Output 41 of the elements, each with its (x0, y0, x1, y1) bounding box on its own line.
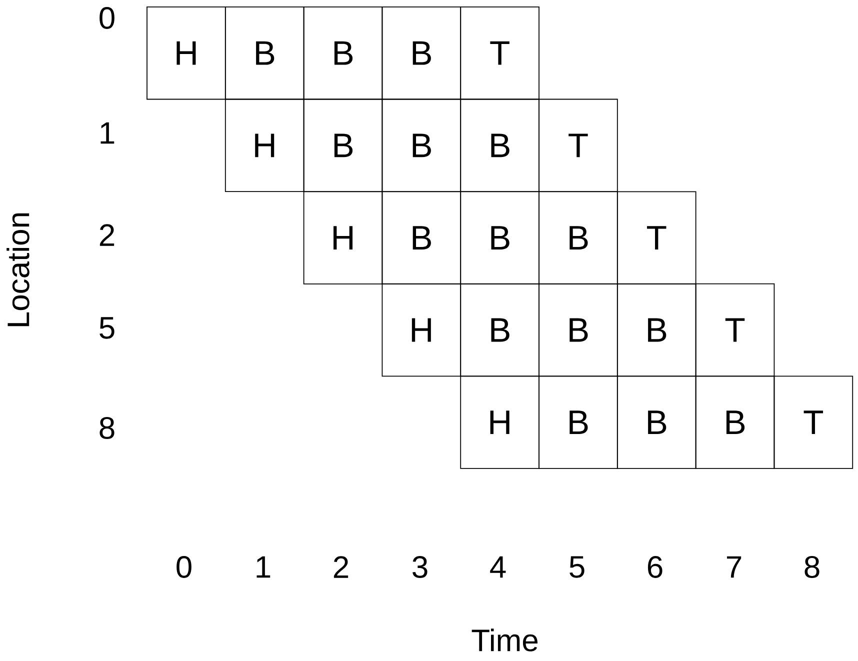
axis-tick-label: 4 (490, 556, 506, 578)
axis-tick-label: 1 (256, 556, 270, 578)
cell-box: B (303, 6, 383, 100)
axis-tick-label: 2 (100, 224, 114, 246)
cell-box: T (460, 6, 540, 100)
cell-box: B (616, 283, 696, 377)
cell-box: B (382, 191, 462, 284)
axis-title: Time (472, 628, 538, 652)
axis-tick-label: 3 (412, 556, 428, 578)
axis-tick-label: 2 (334, 556, 348, 578)
axis-tick-label: 8 (804, 556, 820, 578)
axis-tick-label: 5 (570, 556, 584, 578)
cell-box: B (538, 191, 618, 284)
axis-tick-label: 1 (100, 122, 114, 144)
axis-tick-label: 7 (726, 556, 742, 578)
axis-title: Location (6, 213, 30, 326)
cell-box: B (224, 6, 304, 100)
cell-box: T (695, 283, 775, 377)
cell-box: H (146, 6, 226, 100)
axis-tick-label: 0 (176, 556, 192, 578)
cell-box: B (303, 98, 383, 192)
cell-box: B (460, 98, 540, 192)
axis-tick-label: 8 (100, 417, 114, 439)
cell-box: B (538, 283, 618, 377)
cell-box: B (695, 376, 775, 469)
cell-box: T (616, 191, 696, 284)
cell-box: B (460, 191, 540, 284)
cell-box: B (460, 283, 540, 377)
cell-box: B (616, 376, 696, 469)
cell-box: H (224, 98, 304, 192)
cell-box: T (538, 98, 618, 192)
cell-box: H (382, 283, 462, 377)
axis-tick-label: 6 (648, 556, 662, 578)
cell-box: H (303, 191, 383, 284)
cell-box: T (774, 376, 854, 469)
axis-tick-label: 5 (100, 317, 114, 339)
cell-box: B (538, 376, 618, 469)
axis-tick-label: 0 (100, 7, 114, 29)
cell-box: H (460, 376, 540, 469)
cell-box: B (382, 6, 462, 100)
cell-box: B (382, 98, 462, 192)
